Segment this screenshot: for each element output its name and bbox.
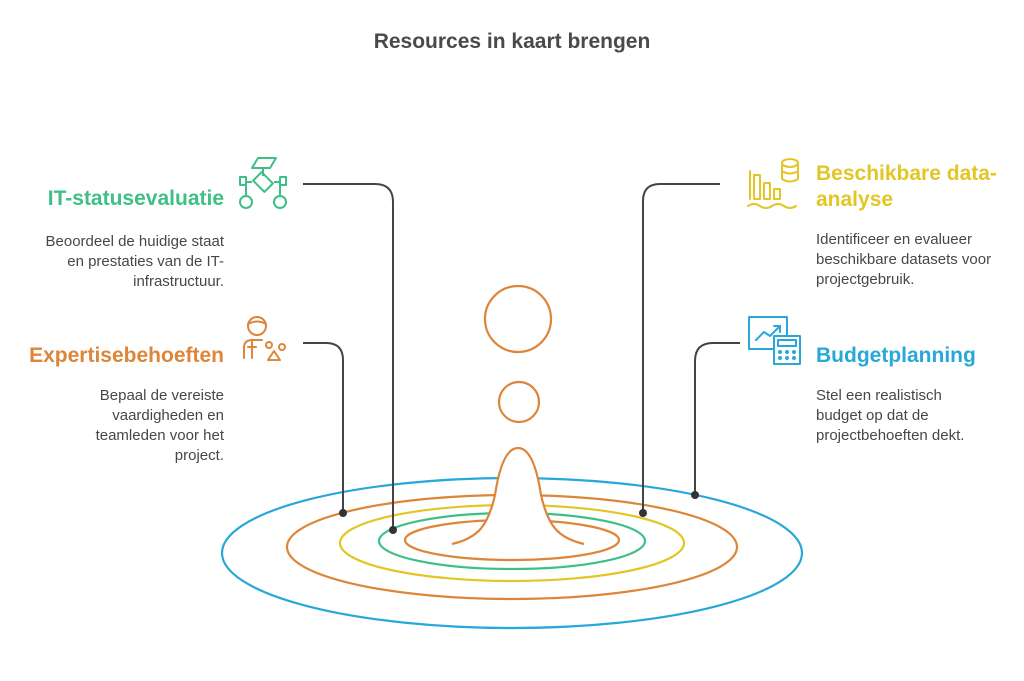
budget-calculator-icon bbox=[748, 316, 801, 365]
data-chart-icon bbox=[747, 158, 799, 209]
desc-expertise: Bepaal de vereiste vaardigheden en teaml… bbox=[95, 387, 224, 464]
connector-budget bbox=[694, 342, 740, 495]
splash-peak bbox=[451, 446, 585, 546]
connector-dot-data bbox=[639, 509, 647, 517]
desc-it-status: Beoordeel de huidige staat en prestaties… bbox=[45, 233, 224, 290]
label-data-analysis: Beschikbare data-analyse bbox=[816, 162, 997, 211]
desc-budget: Stel een realistisch budget op dat de pr… bbox=[816, 387, 965, 444]
label-it-status: IT-statusevaluatie bbox=[47, 187, 224, 210]
label-budget: Budgetplanning bbox=[816, 344, 976, 367]
connector-expertise bbox=[303, 342, 344, 513]
connector-dot-it-status bbox=[389, 526, 397, 534]
connector-dot-expertise bbox=[339, 509, 347, 517]
desc-data-analysis: Identificeer en evalueer beschikbare dat… bbox=[816, 231, 992, 288]
label-expertise: Expertisebehoeften bbox=[29, 344, 224, 367]
person-shapes-icon bbox=[243, 316, 286, 361]
diagram-title: Resources in kaart brengen bbox=[373, 30, 651, 53]
connector-dot-budget bbox=[691, 491, 699, 499]
droplet-large bbox=[483, 284, 553, 354]
droplet-small bbox=[497, 380, 541, 424]
connector-data bbox=[642, 183, 720, 513]
flowchart-icon bbox=[239, 157, 287, 209]
connector-it-status bbox=[303, 183, 394, 530]
